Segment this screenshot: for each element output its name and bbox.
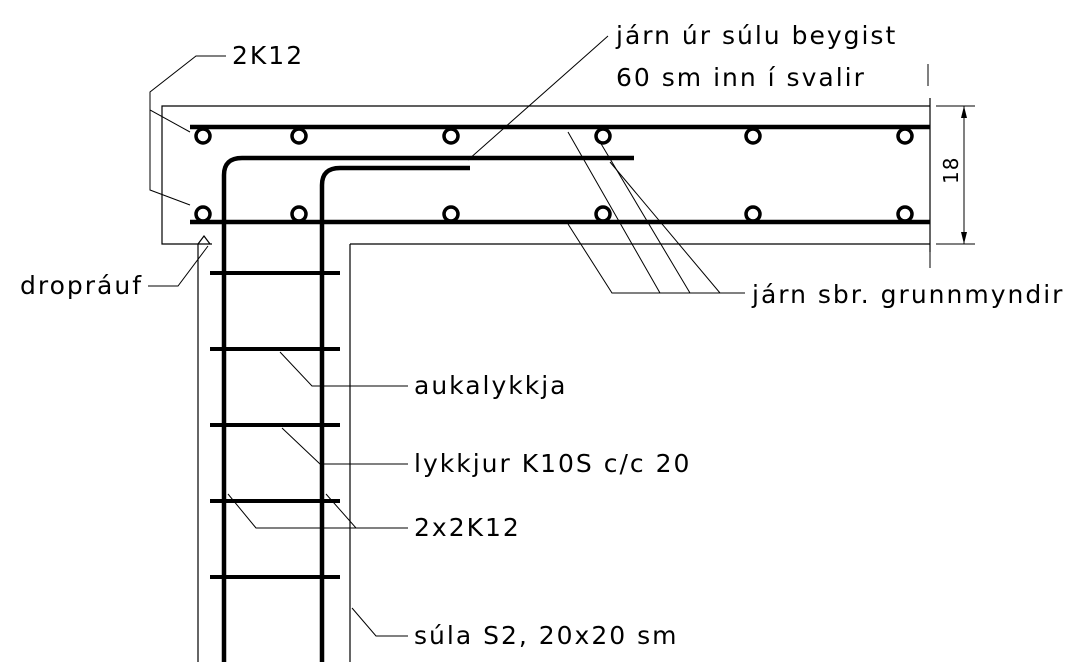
rebar-section [744,127,762,145]
drip-groove-notch [197,235,211,245]
leader-stirrups [281,427,408,465]
label-stirrups: lykkjur K10S c/c 20 [414,449,691,478]
label-slab-bars: járn sbr. grunnmyndir [751,280,1064,309]
rebar-section [442,127,460,145]
label-bent-bars-line1: járn úr súlu beygist [615,21,897,50]
rebar-section [744,205,762,223]
leader-bent-bars [467,35,609,161]
bent-column-bar-inner [319,165,470,662]
label-extra-loop: aukalykkja [414,371,567,400]
leader-drip-groove [148,245,209,287]
rebar-section [594,127,612,145]
label-column-bars: 2x2K12 [414,513,521,542]
leader-slab-section-top [599,141,745,294]
leader-slab-bottom-bar [567,223,745,294]
rebar-section [896,127,914,145]
rebar-section [194,205,212,223]
dimension-arrow-top [961,106,967,118]
label-column: súla S2, 20x20 sm [414,621,679,650]
dimension-label: 18 [939,157,963,184]
rebar-section [194,127,212,145]
label-drip-groove: dropráuf [20,271,143,300]
rebar-section [290,127,308,145]
rebar-section [594,205,612,223]
rebar-section [896,205,914,223]
leader-extra-loop [279,351,408,387]
leader-column-bar-right [325,493,408,529]
leader-bent-bar-end [609,161,745,294]
bent-column-bar-outer [221,155,634,662]
slab-outline [161,105,930,245]
rebar-section [290,205,308,223]
label-bent-bars-line2: 60 sm inn í svalir [616,63,866,92]
rebar-section [442,205,460,223]
label-top-left-bars: 2K12 [232,41,304,70]
leader-2k12-top [149,92,191,133]
leader-column [351,607,408,637]
dimension-arrow-bottom [961,232,967,244]
